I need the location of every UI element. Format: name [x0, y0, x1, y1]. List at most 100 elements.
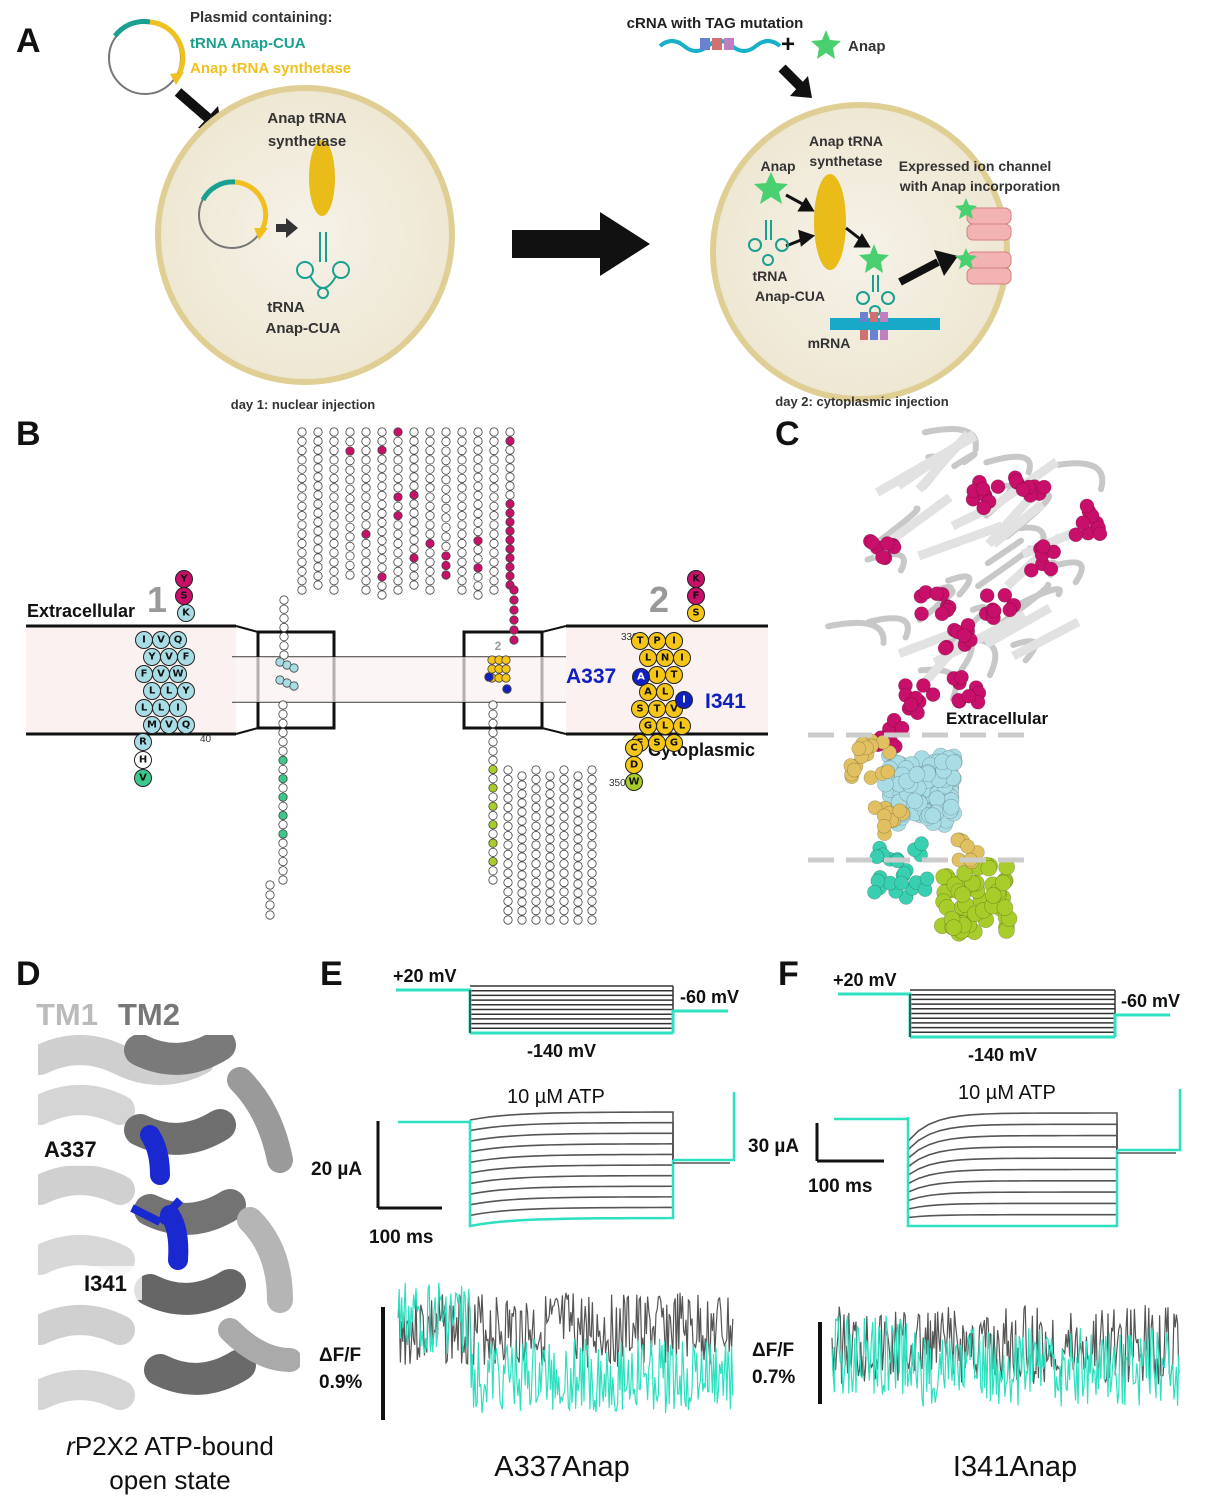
- tm2-residue-top-1: K: [687, 570, 705, 588]
- d-i341-label: I341: [84, 1271, 127, 1296]
- e-time-scale-label: 100 ms: [369, 1227, 433, 1248]
- svg-text:T: T: [671, 670, 678, 681]
- e-current-scale-label: 20 µA: [311, 1159, 362, 1180]
- cell1-trna-l2: Anap-CUA: [266, 320, 341, 337]
- f-current-scale-label: 30 µA: [748, 1136, 799, 1157]
- d-caption-line1: rP2X2 ATP-bound: [66, 1431, 274, 1461]
- plasmid-trna-label: tRNA Anap-CUA: [190, 35, 306, 52]
- svg-text:L: L: [141, 703, 148, 714]
- cell-day1: [155, 85, 455, 385]
- fluorescence-traces: [831, 1305, 1180, 1407]
- synthetase-shape: [309, 140, 335, 216]
- panel-label-f: F: [778, 955, 799, 993]
- f-v-hold: +20 mV: [833, 970, 897, 990]
- c-extracellular-label: Extracellular: [946, 709, 1048, 728]
- svg-text:L: L: [662, 687, 669, 698]
- d-a337-label: A337: [44, 1137, 97, 1162]
- mrna-icon: [830, 312, 940, 340]
- svg-text:P: P: [653, 636, 660, 647]
- protein-structure: [825, 426, 1108, 942]
- day2-label: day 2: cytoplasmic injection: [775, 394, 948, 409]
- svg-text:V: V: [670, 704, 678, 715]
- svg-text:A: A: [637, 672, 645, 683]
- tm1-residue-top-1: Y: [175, 570, 193, 588]
- svg-text:V: V: [157, 669, 165, 680]
- cell2-trna-l2: Anap-CUA: [755, 288, 825, 304]
- b-i341-label: I341: [705, 690, 746, 713]
- tm2-residue-top-3: S: [687, 604, 705, 622]
- svg-text:N: N: [661, 653, 669, 664]
- tm1-label: TM1: [36, 997, 98, 1032]
- plus-sign: +: [781, 31, 795, 58]
- topology-diagram: [265, 427, 597, 925]
- crna-label: cRNA with TAG mutation: [627, 15, 804, 32]
- panel-d: TM1 TM2 A337 I341 rP2X2 ATP-bound open s…: [36, 997, 300, 1495]
- residue-i341: I: [675, 691, 693, 709]
- arrow-right-icon: [898, 250, 958, 286]
- svg-text:L: L: [166, 686, 173, 697]
- panel-c: Extracellular: [808, 426, 1108, 942]
- svg-text:I: I: [682, 695, 686, 706]
- arrow-right-icon: [276, 218, 298, 238]
- a337-sidechain: [140, 1125, 170, 1185]
- f-atp-label: 10 µM ATP: [958, 1082, 1056, 1104]
- tm2-residue-bottom-1: C: [625, 739, 643, 757]
- tm1-number: 1: [147, 579, 167, 620]
- svg-text:G: G: [670, 738, 678, 749]
- panel-label-c: C: [775, 415, 800, 453]
- fluorescence-traces: [397, 1282, 734, 1414]
- box2-number: 2: [495, 639, 502, 653]
- panel-label-e: E: [320, 955, 343, 993]
- e-v-hold: +20 mV: [393, 966, 457, 986]
- cell-day2: [710, 102, 1010, 402]
- residue-40-label: 40: [200, 734, 212, 745]
- d-caption-line2: open state: [109, 1465, 230, 1495]
- e-df-label: ΔF/F: [319, 1345, 361, 1366]
- star-icon: [754, 172, 788, 204]
- plasmid-title: Plasmid containing:: [190, 9, 333, 26]
- svg-text:C: C: [630, 743, 637, 754]
- svg-text:W: W: [172, 669, 183, 680]
- star-icon: [859, 244, 889, 273]
- cell1-synthetase-l1: Anap tRNA: [267, 110, 346, 127]
- f-v-end: -60 mV: [1121, 991, 1180, 1011]
- svg-text:L: L: [158, 703, 165, 714]
- svg-text:M: M: [147, 720, 157, 731]
- panel-e: +20 mV -60 mV -140 mV 10 µM ATP 20 µA 10…: [311, 966, 739, 1483]
- tm1-residue-bottom-3: V: [134, 769, 152, 787]
- svg-text:F: F: [141, 669, 148, 680]
- ion-channel-icon: [966, 207, 1012, 285]
- tm2-residue-bottom-2: D: [625, 756, 643, 774]
- svg-text:D: D: [630, 760, 638, 771]
- cell2-anap-label: Anap: [761, 158, 796, 174]
- cell2-synthetase-l2: synthetase: [809, 153, 882, 169]
- day1-label: day 1: nuclear injection: [231, 397, 376, 412]
- mrna-label: mRNA: [808, 335, 851, 351]
- cell2-synthetase-l1: Anap tRNA: [809, 133, 883, 149]
- svg-text:V: V: [157, 635, 165, 646]
- svg-text:F: F: [693, 591, 700, 602]
- panel-a: Plasmid containing: tRNA Anap-CUA Anap t…: [108, 9, 1060, 412]
- svg-text:V: V: [165, 720, 173, 731]
- svg-text:Y: Y: [179, 574, 188, 585]
- star-icon: [811, 30, 841, 59]
- mrna-icon: [658, 38, 782, 53]
- panel-f: +20 mV -60 mV -140 mV 10 µM ATP 30 µA 10…: [748, 970, 1182, 1483]
- arrow-right-icon: [512, 212, 650, 276]
- anap-label: Anap: [848, 38, 886, 55]
- panel-label-a: A: [16, 22, 41, 60]
- arrow-right-icon: [785, 193, 871, 248]
- current-traces: [834, 1089, 1182, 1228]
- plasmid-synthetase-label: Anap tRNA synthetase: [190, 60, 351, 77]
- svg-text:S: S: [180, 591, 187, 602]
- f-title: I341Anap: [953, 1451, 1077, 1483]
- tm2-residue-top-2: F: [687, 587, 705, 605]
- f-df-value: 0.7%: [752, 1367, 795, 1388]
- tm1-residue-top-3: K: [177, 604, 195, 622]
- cell1-trna-l1: tRNA: [267, 299, 305, 316]
- svg-text:Q: Q: [182, 720, 191, 731]
- svg-text:K: K: [692, 574, 701, 585]
- tm1-residue-bottom-1: R: [134, 733, 152, 751]
- svg-text:H: H: [139, 755, 147, 766]
